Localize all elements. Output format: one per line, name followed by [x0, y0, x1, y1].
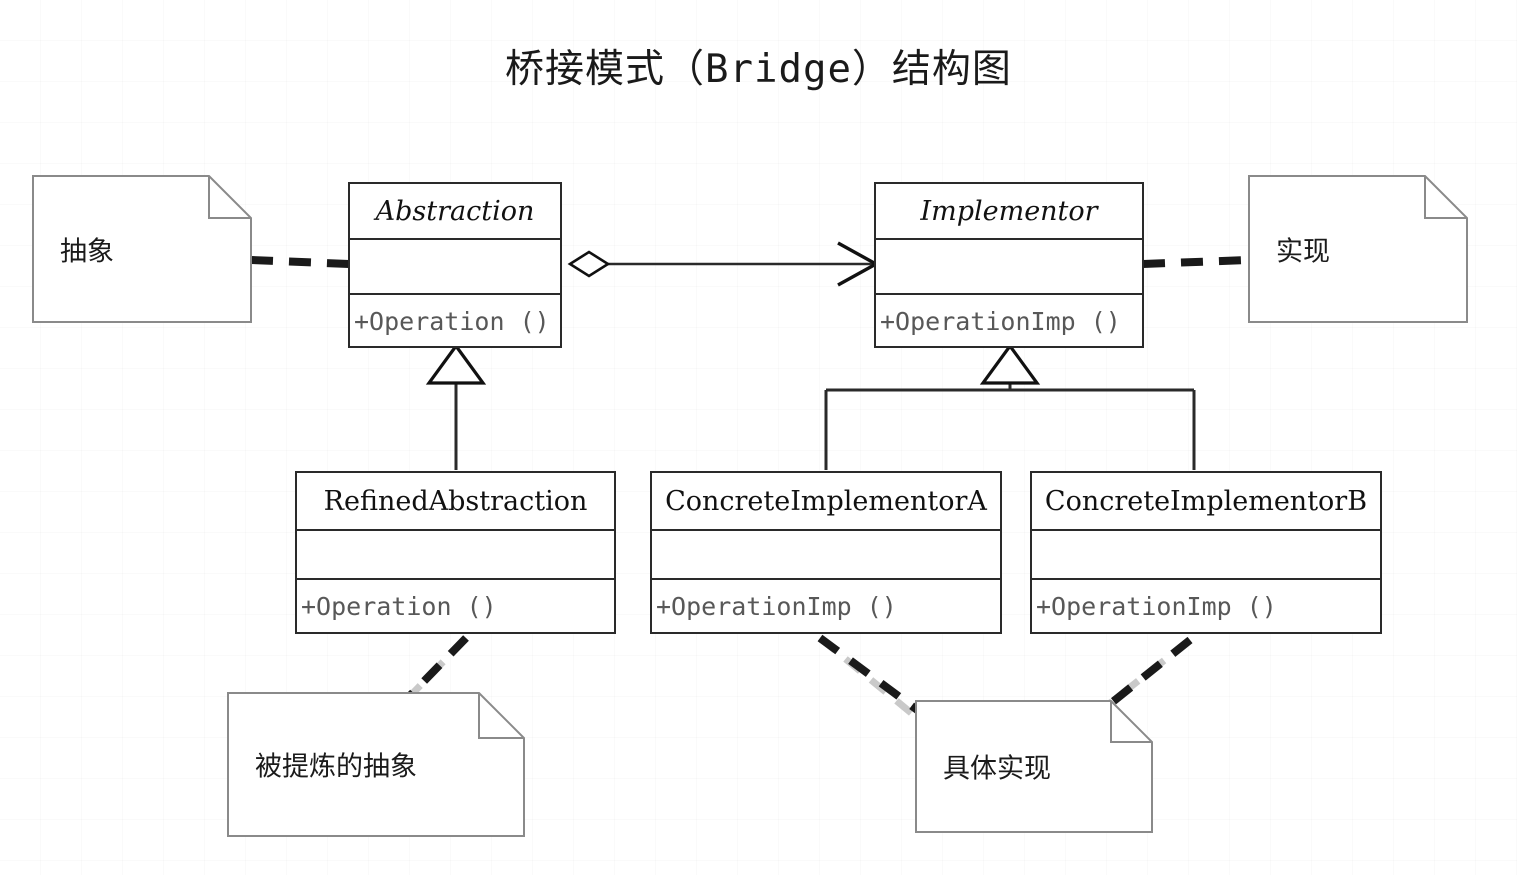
class-box-refined-abstraction[interactable]: RefinedAbstraction +Operation () — [295, 471, 616, 634]
hollow-diamond-icon — [567, 250, 611, 278]
rel-generalization-refined — [425, 343, 487, 470]
class-name-implementor: Implementor — [876, 184, 1142, 240]
open-arrow-icon — [837, 241, 880, 287]
note-shape-abstraction — [32, 175, 252, 323]
class-name-concrete-implementor-a: ConcreteImplementorA — [652, 473, 1000, 531]
hollow-triangle-icon-implementor — [979, 343, 1041, 385]
note-label-abstraction: 抽象 — [60, 236, 114, 268]
class-name-abstraction: Abstraction — [350, 184, 560, 240]
class-box-abstraction[interactable]: Abstraction +Operation () — [348, 182, 562, 348]
class-attributes-abstraction — [350, 240, 560, 295]
class-operations-implementor: +OperationImp () — [880, 307, 1121, 336]
class-attributes-refined-abstraction — [297, 531, 614, 580]
rel-generalization-implementors — [824, 343, 1196, 470]
note-concrete-implementation[interactable]: 具体实现 — [915, 700, 1153, 833]
rel-aggregation — [567, 241, 880, 287]
class-operations-concrete-implementor-b: +OperationImp () — [1036, 591, 1277, 621]
hollow-triangle-icon-abstraction — [425, 343, 487, 385]
note-label-implementation: 实现 — [1276, 236, 1330, 268]
anchor-note-abstraction — [250, 256, 351, 268]
class-box-concrete-implementor-b[interactable]: ConcreteImplementorB +OperationImp () — [1030, 471, 1382, 634]
class-box-concrete-implementor-a[interactable]: ConcreteImplementorA +OperationImp () — [650, 471, 1002, 634]
class-name-refined-abstraction: RefinedAbstraction — [297, 473, 614, 531]
class-attributes-implementor — [876, 240, 1142, 295]
class-name-concrete-implementor-b: ConcreteImplementorB — [1032, 473, 1380, 531]
class-attributes-concrete-implementor-b — [1032, 531, 1380, 580]
note-abstraction[interactable]: 抽象 — [32, 175, 252, 323]
class-operations-concrete-implementor-a: +OperationImp () — [656, 591, 897, 621]
class-operations-abstraction: +Operation () — [354, 307, 550, 336]
class-operations-refined-abstraction: +Operation () — [301, 591, 497, 621]
class-box-implementor[interactable]: Implementor +OperationImp () — [874, 182, 1144, 348]
note-shape-implementation — [1248, 175, 1468, 323]
anchor-note-concrete-a — [817, 634, 923, 716]
page-title: 桥接模式（Bridge）结构图 — [505, 47, 1012, 92]
note-refined-abstraction[interactable]: 被提炼的抽象 — [227, 692, 525, 837]
note-label-refined-abstraction: 被提炼的抽象 — [255, 751, 417, 783]
class-attributes-concrete-implementor-a — [652, 531, 1000, 580]
note-implementation[interactable]: 实现 — [1248, 175, 1468, 323]
anchor-note-implementation — [1142, 256, 1249, 268]
note-label-concrete-implementation: 具体实现 — [943, 753, 1051, 785]
